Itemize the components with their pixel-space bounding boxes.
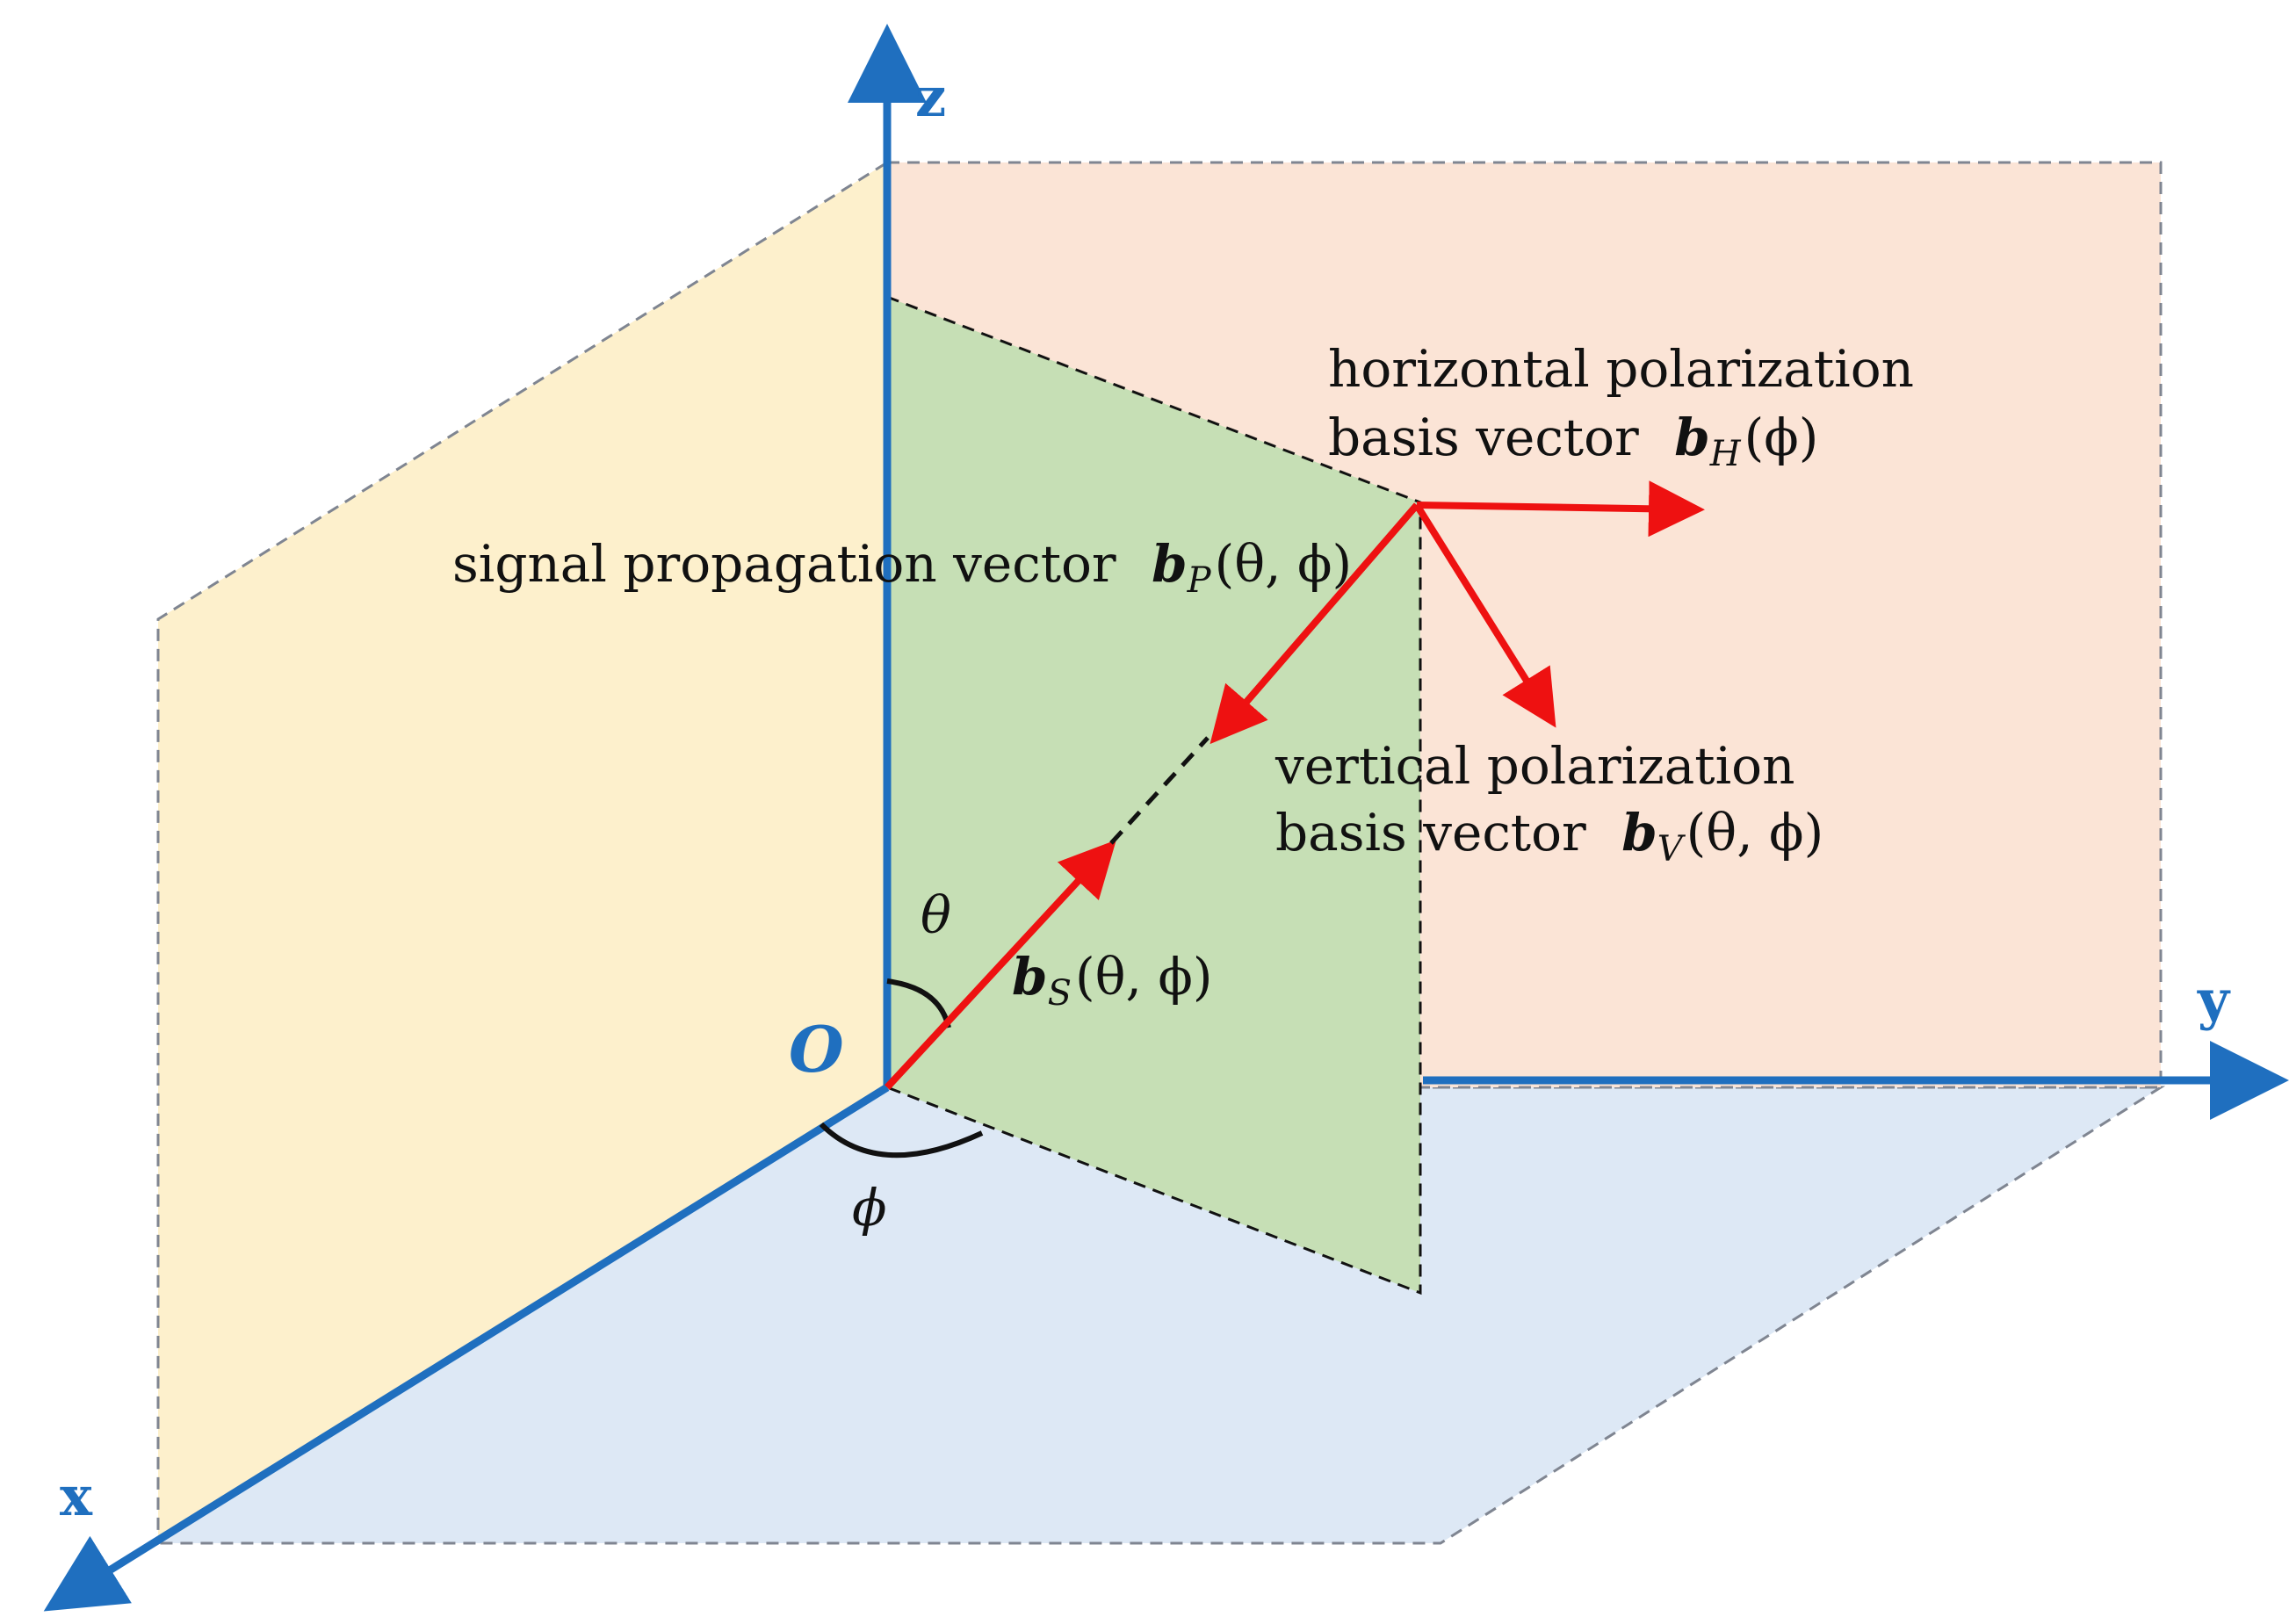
bV-subscript: V (1657, 829, 1686, 870)
signal-vector-extension (1109, 736, 1209, 845)
bH-subscript: H (1709, 434, 1742, 474)
theta-label: θ (921, 885, 951, 945)
bP-subscript: P (1187, 560, 1212, 601)
horizontal-label-line1: horizontal polarization (1328, 339, 1914, 399)
phi-arc (819, 1122, 984, 1158)
bP-args: (θ, ϕ) (1215, 534, 1353, 594)
bS-subscript: S (1048, 973, 1072, 1014)
bP-symbol: b (1152, 534, 1188, 594)
propagation-label-text: signal propagation vector (452, 534, 1116, 594)
horizontal-vector-bH (1416, 480, 1705, 538)
z-axis-label: z (915, 65, 946, 129)
bV-args: (θ, ϕ) (1686, 803, 1824, 863)
bV-symbol: b (1621, 803, 1657, 863)
propagation-vector-bP (1209, 502, 1420, 745)
vertical-label-line2: basis vector bV(θ, ϕ) (1275, 803, 1823, 870)
vertical-vector-bV (1413, 502, 1556, 728)
origin-label: O (789, 1012, 844, 1086)
vertical-label-line1: vertical polarization (1274, 736, 1794, 796)
bH-args: (ϕ) (1744, 408, 1819, 467)
horizontal-label-text: basis vector (1328, 408, 1639, 467)
vertical-label-text: basis vector (1275, 803, 1586, 863)
bH-symbol: b (1674, 408, 1710, 467)
x-axis-label: x (60, 1464, 93, 1528)
propagation-label: signal propagation vector bP(θ, ϕ) (452, 534, 1352, 601)
bS-args: (θ, ϕ) (1075, 947, 1213, 1007)
phi-label: ϕ (852, 1178, 887, 1238)
bS-label: bS(θ, ϕ) (1012, 947, 1213, 1014)
horizontal-label-line2: basis vector bH(ϕ) (1328, 408, 1818, 474)
signal-vector-bS (885, 840, 1116, 1090)
x-axis (43, 1084, 890, 1612)
y-axis-label: y (2197, 968, 2231, 1032)
bS-symbol: b (1012, 947, 1048, 1007)
